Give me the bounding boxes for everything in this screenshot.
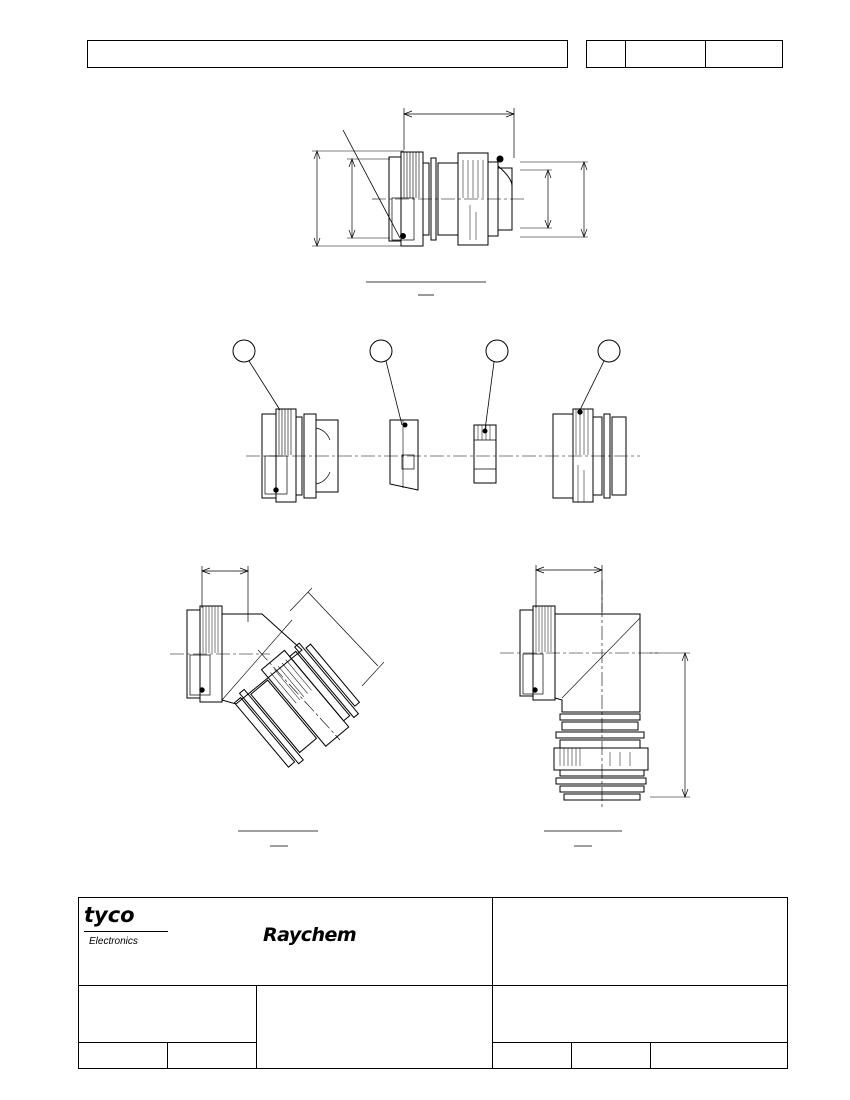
callout-balloon-1 bbox=[232, 339, 256, 363]
tyco-logo: tyco bbox=[84, 903, 135, 927]
title-block-hdivider-main bbox=[78, 985, 788, 986]
header-title-box bbox=[87, 40, 568, 68]
raychem-logo: Raychem bbox=[263, 924, 357, 946]
title-block-vdivider-main bbox=[492, 897, 493, 1069]
title-block-vdivider-right-1 bbox=[571, 1042, 572, 1069]
title-block-vdivider-left bbox=[256, 985, 257, 1069]
title-block bbox=[78, 897, 788, 1069]
callout-balloon-2 bbox=[369, 339, 393, 363]
header-sheet-divider-1 bbox=[625, 40, 626, 68]
callout-balloon-4 bbox=[597, 339, 621, 363]
exploded-parts-view bbox=[232, 339, 640, 503]
angled-90-assembly-view bbox=[500, 565, 690, 810]
title-block-vdivider-right-2 bbox=[650, 1042, 651, 1069]
tyco-electronics-text: Electronics bbox=[89, 936, 138, 947]
header-sheet-box bbox=[586, 40, 783, 68]
tyco-logo-rule bbox=[84, 931, 168, 932]
title-block-hdivider-right bbox=[492, 1042, 788, 1043]
angled-45-assembly-view bbox=[170, 566, 385, 768]
header-sheet-divider-2 bbox=[705, 40, 706, 68]
callout-balloon-3 bbox=[485, 339, 509, 363]
title-block-vdivider-left-bottom bbox=[167, 1042, 168, 1069]
straight-assembly-view bbox=[312, 108, 588, 247]
